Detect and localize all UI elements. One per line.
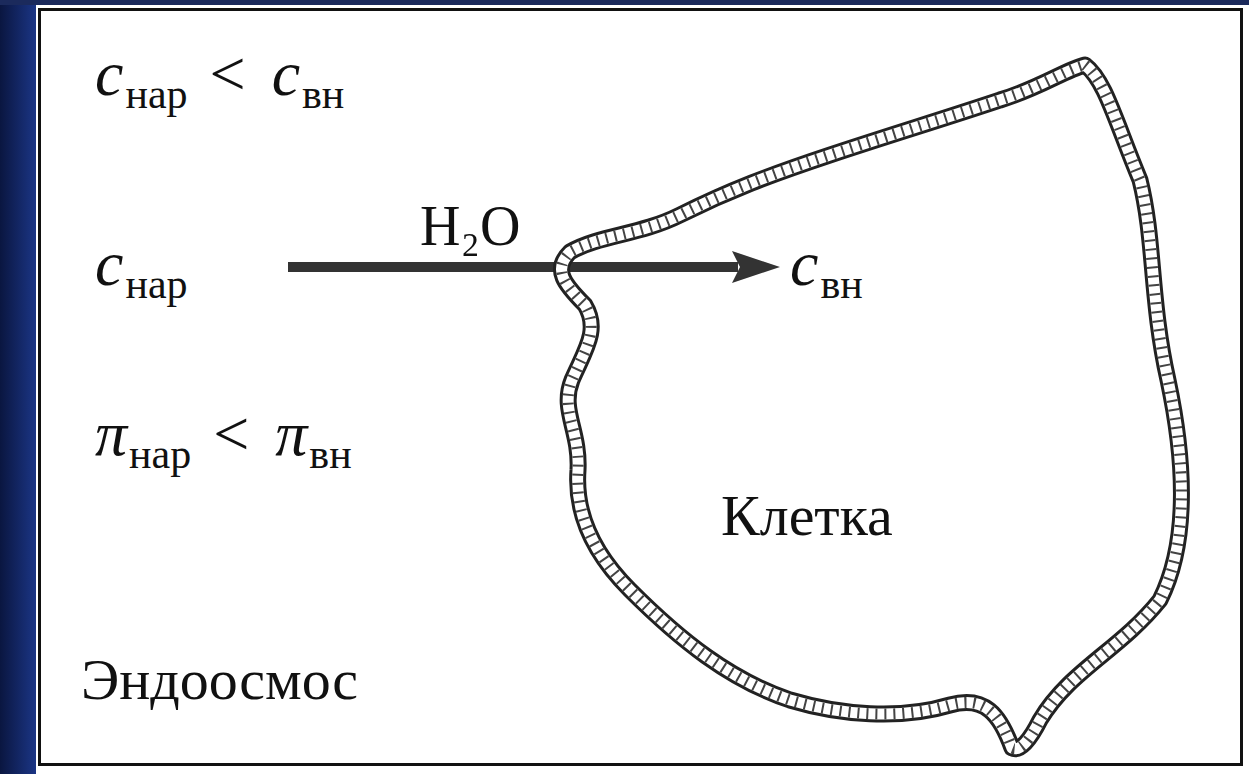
symbol: π <box>95 402 127 466</box>
subscript: нар <box>129 433 191 475</box>
formula-row: πнар<πвн <box>95 402 352 466</box>
membrane-line <box>561 65 1181 749</box>
figure-caption: Эндоосмос <box>81 651 358 709</box>
formula-row: cнар<cвн <box>95 42 344 106</box>
membrane-line <box>561 65 1181 749</box>
cell-label: Клетка <box>721 487 893 545</box>
subscript: вн <box>302 73 344 115</box>
symbol: c <box>790 232 818 296</box>
symbol: c <box>95 42 123 106</box>
subscript: вн <box>309 433 351 475</box>
formula-row: cнар <box>95 232 188 296</box>
membrane-line <box>561 65 1181 749</box>
symbol: π <box>275 402 307 466</box>
subscript: вн <box>820 263 862 305</box>
cell-membrane <box>541 51 1221 761</box>
figure-frame: Эндоосмос Клетка <box>38 8 1243 766</box>
arrow-head <box>732 251 780 283</box>
formula-row: cвн <box>790 232 863 296</box>
symbol: c <box>272 42 300 106</box>
slide-strip <box>0 0 36 774</box>
comparison-sign: < <box>210 42 246 106</box>
water-label: H₂O <box>420 198 520 254</box>
arrow-shaft <box>288 262 738 272</box>
slide-strip <box>0 0 1249 5</box>
cell-outline: Клетка <box>541 51 1221 761</box>
subscript: нар <box>125 73 187 115</box>
comparison-sign: < <box>213 402 249 466</box>
symbol: c <box>95 232 123 296</box>
subscript: нар <box>125 263 187 305</box>
